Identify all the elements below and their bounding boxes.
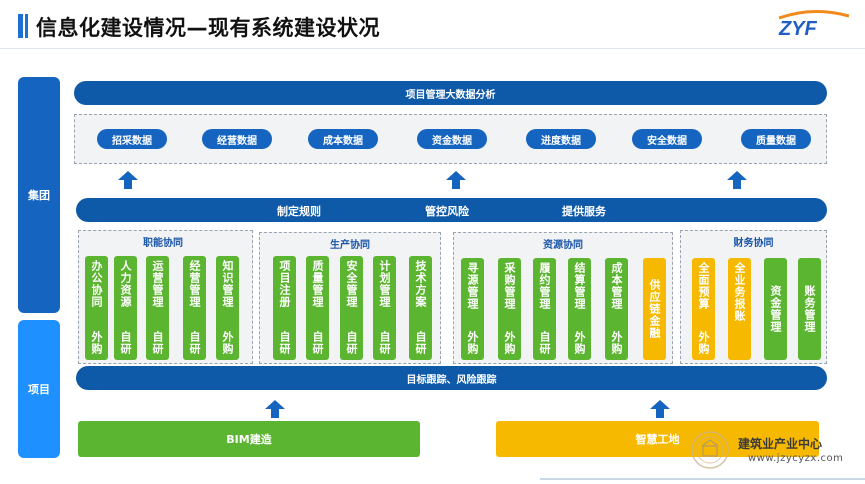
card-cost-mgmt: 成本管理外购 [605, 258, 628, 360]
card-business-mgmt: 经营管理自研 [183, 256, 206, 360]
card-name: 质量管理 [311, 260, 324, 308]
card-name: 供应链金融 [648, 278, 661, 339]
card-quality-mgmt: 质量管理自研 [306, 256, 329, 360]
base-smart-site-label: 智慧工地 [635, 433, 680, 446]
card-name: 项目注册 [278, 260, 291, 308]
side-label-project-text: 项目 [28, 383, 50, 396]
card-hr: 人力资源自研 [114, 256, 137, 360]
card-name: 全业务报账 [733, 262, 746, 322]
section-title-function: 职能协同 [143, 238, 183, 249]
card-tag: 外购 [503, 331, 516, 355]
tracking-bar: 目标跟踪、风险跟踪 [76, 366, 827, 390]
card-tag: 自研 [119, 331, 132, 355]
tracking-bar-label: 目标跟踪、风险跟踪 [406, 374, 497, 386]
card-name: 经营管理 [188, 260, 201, 308]
top-bar-big-data: 项目管理大数据分析 [74, 81, 827, 105]
footer-line [540, 478, 865, 480]
card-operation-mgmt: 运营管理自研 [146, 256, 169, 360]
watermark-name: 建筑业产业中心 [738, 437, 823, 451]
up-arrow-icon [650, 400, 670, 418]
card-sourcing-mgmt: 寻源管理外购 [461, 258, 484, 360]
card-tag: 自研 [345, 331, 358, 355]
card-contract-mgmt: 履约管理自研 [533, 258, 556, 360]
card-name: 技术方案 [414, 260, 427, 308]
card-name: 计划管理 [378, 260, 391, 308]
card-tag: 外购 [90, 331, 103, 355]
watermark-url: www.jzycyzx.com [748, 453, 844, 464]
card-name: 全面预算 [697, 262, 710, 310]
base-bim: BIM建造 [78, 421, 420, 457]
data-pill-operation: 经营数据 [202, 129, 272, 149]
card-tag: 自研 [378, 331, 391, 355]
card-supply-chain-finance: 供应链金融 [643, 258, 666, 360]
card-name: 运营管理 [151, 260, 164, 308]
data-pill-fund: 资金数据 [417, 129, 487, 149]
card-name: 账务管理 [803, 284, 816, 333]
section-title-finance: 财务协同 [733, 238, 774, 249]
card-name: 办公协同 [90, 260, 103, 308]
card-tag: 自研 [188, 331, 201, 355]
card-full-budget: 全面预算外购 [692, 258, 715, 360]
logo-text: ZYF [778, 18, 818, 38]
watermark-seal-icon [691, 431, 729, 469]
middle-item-service: 提供服务 [562, 205, 606, 218]
card-office: 办公协同外购 [85, 256, 108, 360]
up-arrow-icon [446, 171, 466, 189]
card-tag: 自研 [414, 331, 427, 355]
middle-item-rules: 制定规则 [277, 205, 321, 218]
card-name: 成本管理 [610, 262, 623, 310]
middle-item-risk: 管控风险 [425, 205, 469, 218]
card-name: 采购管理 [503, 262, 516, 310]
data-pill-safety: 安全数据 [632, 129, 702, 149]
section-title-resource: 资源协同 [543, 240, 583, 251]
up-arrow-icon [118, 171, 138, 189]
middle-bar [76, 198, 827, 222]
card-settlement-mgmt: 结算管理外购 [568, 258, 591, 360]
title-accent-bar-2 [25, 14, 28, 38]
card-name: 资金管理 [769, 284, 782, 333]
top-bar-label: 项目管理大数据分析 [405, 89, 496, 101]
base-smart-site: 智慧工地 [496, 421, 819, 457]
card-project-register: 项目注册自研 [273, 256, 296, 360]
card-tag: 自研 [538, 331, 551, 355]
card-tag: 自研 [151, 331, 164, 355]
card-name: 知识管理 [221, 260, 234, 308]
side-label-group: 集团 [18, 77, 60, 313]
title-accent-bar [18, 14, 23, 38]
card-name: 寻源管理 [466, 262, 479, 310]
card-accounting-mgmt: 账务管理 [798, 258, 821, 360]
card-tag: 外购 [221, 331, 234, 355]
card-tag: 自研 [311, 331, 324, 355]
header-divider [0, 48, 865, 49]
base-bim-label: BIM建造 [226, 433, 272, 446]
card-purchase-mgmt: 采购管理外购 [498, 258, 521, 360]
card-name: 履约管理 [538, 262, 551, 310]
page-title: 信息化建设情况—现有系统建设状况 [36, 16, 380, 40]
side-label-group-text: 集团 [28, 189, 50, 202]
card-tag: 自研 [278, 331, 291, 355]
up-arrow-icon [727, 171, 747, 189]
card-name: 人力资源 [119, 260, 132, 308]
section-box-resource [453, 232, 673, 364]
up-arrow-icon [265, 400, 285, 418]
data-pill-quality: 质量数据 [741, 129, 811, 149]
card-expense-report: 全业务报账 [728, 258, 751, 360]
card-tech-plan: 技术方案自研 [409, 256, 432, 360]
card-name: 结算管理 [573, 262, 586, 310]
data-pill-progress: 进度数据 [526, 129, 596, 149]
card-tag: 外购 [697, 331, 710, 355]
data-pill-cost: 成本数据 [308, 129, 378, 149]
card-name: 安全管理 [345, 260, 358, 308]
card-tag: 外购 [466, 331, 479, 355]
zyf-logo: ZYF [778, 9, 850, 38]
card-safety-mgmt: 安全管理自研 [340, 256, 363, 360]
side-label-project: 项目 [18, 320, 60, 458]
data-pill-procurement: 招采数据 [97, 129, 167, 149]
section-title-production: 生产协同 [330, 240, 370, 251]
card-fund-mgmt: 资金管理 [764, 258, 787, 360]
card-tag: 外购 [573, 331, 586, 355]
card-tag: 外购 [610, 331, 623, 355]
card-plan-mgmt: 计划管理自研 [373, 256, 396, 360]
card-knowledge-mgmt: 知识管理外购 [216, 256, 239, 360]
